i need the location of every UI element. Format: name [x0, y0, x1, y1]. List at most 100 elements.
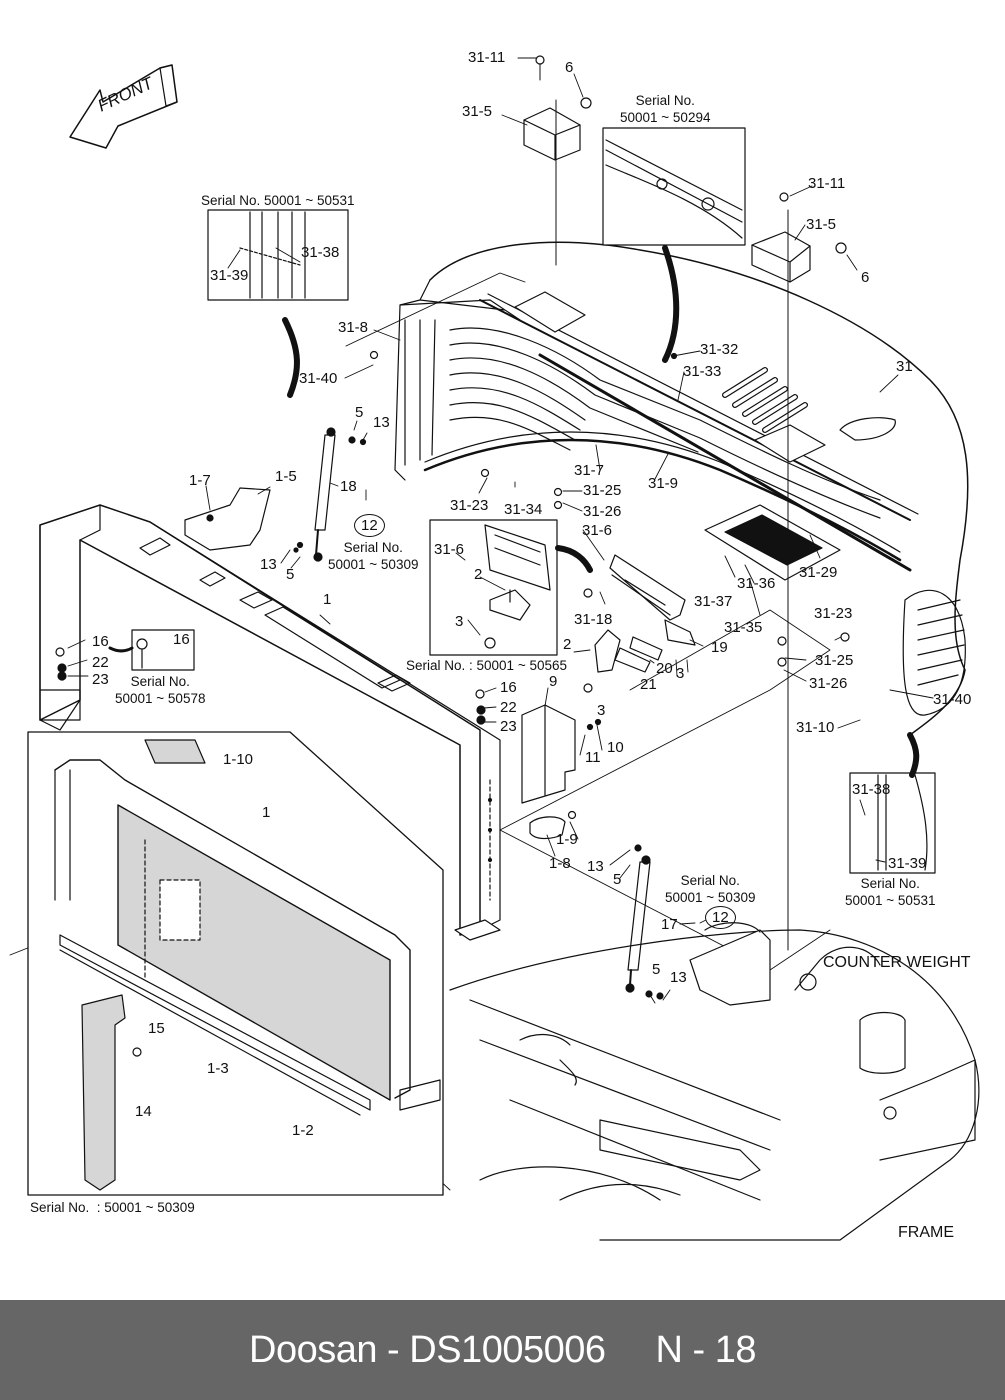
footer-part-number: DS1005006 — [409, 1328, 606, 1371]
diagram-drawing — [9, 55, 980, 1241]
front-arrow-icon — [69, 64, 178, 149]
part-callout[interactable]: 31-36 — [737, 575, 776, 592]
footer-page-ref: N - 18 — [655, 1328, 757, 1371]
part-callout[interactable]: 20 — [656, 660, 673, 677]
serial-note-50309-b: Serial No. 50001 ~ 50309 — [665, 873, 756, 905]
serial-note-50309-c: Serial No. : 50001 ~ 50309 — [30, 1200, 195, 1215]
bracket-1-5 — [184, 487, 271, 551]
part-callout[interactable]: 31-38 — [301, 244, 340, 261]
part-callout[interactable]: 1-10 — [223, 751, 254, 768]
part-callout[interactable]: 2 — [563, 636, 572, 653]
part-callout[interactable]: 18 — [340, 478, 357, 495]
hinge-31-5-right — [751, 192, 847, 951]
counter-weight-label: COUNTER WEIGHT — [823, 954, 971, 971]
part-callout[interactable]: 1-8 — [549, 855, 571, 872]
part-callout[interactable]: 1-2 — [292, 1122, 314, 1139]
latch-assembly — [594, 554, 696, 673]
part-callout[interactable]: 31-39 — [210, 267, 249, 284]
serial-note-50531-right: Serial No. 50001 ~ 50531 — [845, 876, 936, 908]
part-callout[interactable]: 31-39 — [888, 855, 927, 872]
part-callout[interactable]: 31-8 — [338, 319, 369, 336]
part-callout[interactable]: 21 — [640, 676, 657, 693]
part-callout[interactable]: 31-25 — [583, 482, 622, 499]
part-callout[interactable]: 13 — [373, 414, 390, 431]
part-callout[interactable]: 31-38 — [852, 781, 891, 798]
part-callout[interactable]: 31-10 — [796, 719, 835, 736]
part-callout[interactable]: 16 — [92, 633, 109, 650]
frame-label: FRAME — [898, 1224, 954, 1241]
part-callout[interactable]: 3 — [455, 613, 464, 630]
radiator-inset — [27, 731, 444, 1196]
part-callout[interactable]: 31-25 — [815, 652, 854, 669]
part-callout[interactable]: 16 — [173, 631, 190, 648]
part-callout[interactable]: 31-40 — [299, 370, 338, 387]
part-callout[interactable]: 31-5 — [806, 216, 837, 233]
part-callout[interactable]: 1-7 — [189, 472, 211, 489]
part-callout[interactable]: 16 — [500, 679, 517, 696]
part-callout[interactable]: 19 — [711, 639, 728, 656]
part-callout[interactable]: 13 — [587, 858, 604, 875]
part-callout[interactable]: 3 — [676, 665, 685, 682]
part-callout[interactable]: 31-33 — [683, 363, 722, 380]
serial-note-50309-a: Serial No. 50001 ~ 50309 — [328, 540, 419, 572]
part-callout[interactable]: 17 — [661, 916, 678, 933]
part-callout[interactable]: 5 — [613, 871, 622, 888]
part-callout[interactable]: 31-26 — [809, 675, 848, 692]
part-callout[interactable]: 31 — [896, 358, 913, 375]
serial-note-50294: Serial No. 50001 ~ 50294 — [620, 93, 710, 127]
part-callout[interactable]: 31-6 — [434, 541, 465, 558]
part-callout[interactable]: 5 — [652, 961, 661, 978]
part-callout[interactable]: 3 — [597, 702, 606, 719]
part-callout[interactable]: 6 — [565, 59, 574, 76]
bracket-1-8 — [529, 816, 566, 840]
serial-note-50565: Serial No. : 50001 ~ 50565 — [406, 658, 567, 673]
part-callout[interactable]: 31-35 — [724, 619, 763, 636]
parts-diagram: FRONT Serial No. 50001 ~ 50294 Serial No… — [9, 49, 980, 1241]
part-callout[interactable]: 22 — [92, 654, 109, 671]
reference-circle[interactable]: 12 — [354, 514, 385, 537]
part-callout[interactable]: 31-23 — [814, 605, 853, 622]
part-callout[interactable]: 9 — [549, 673, 558, 690]
part-callout[interactable]: 23 — [92, 671, 109, 688]
serial-note-50294-text: Serial No. 50001 ~ 50294 — [620, 93, 711, 125]
part-callout[interactable]: 6 — [861, 269, 870, 286]
part-callout[interactable]: 1 — [323, 591, 332, 608]
part-callout[interactable]: 1-9 — [556, 831, 578, 848]
part-callout[interactable]: 31-37 — [694, 593, 733, 610]
serial-note-50531-left: Serial No. 50001 ~ 50531 — [201, 193, 355, 208]
part-callout[interactable]: 31-11 — [468, 49, 506, 66]
part-callout[interactable]: 31-9 — [648, 475, 679, 492]
part-callout[interactable]: 31-6 — [582, 522, 613, 539]
part-callout[interactable]: 31-23 — [450, 497, 489, 514]
part-callout[interactable]: 13 — [260, 556, 277, 573]
part-callout[interactable]: 1-3 — [207, 1060, 229, 1077]
part-callout[interactable]: 31-29 — [799, 564, 838, 581]
part-callout[interactable]: 1-5 — [275, 468, 297, 485]
part-callout[interactable]: 11 — [585, 749, 601, 766]
part-callout[interactable]: 31-5 — [462, 103, 493, 120]
part-callout[interactable]: 15 — [148, 1020, 165, 1037]
part-callout[interactable]: 31-11 — [808, 175, 846, 192]
part-callout[interactable]: 2 — [474, 566, 483, 583]
part-callout[interactable]: 14 — [135, 1103, 152, 1120]
part-callout[interactable]: 31-34 — [504, 501, 543, 518]
fasteners — [55, 350, 850, 1000]
gas-spring-17 — [625, 855, 651, 993]
part-callout[interactable]: 22 — [500, 699, 517, 716]
part-callout[interactable]: 31-40 — [933, 691, 972, 708]
part-callout[interactable]: 13 — [670, 969, 687, 986]
part-callout[interactable]: 1 — [262, 804, 271, 821]
part-callout[interactable]: 31-18 — [574, 611, 613, 628]
base-frame — [449, 922, 980, 1241]
part-callout[interactable]: 10 — [607, 739, 624, 756]
gas-spring-18 — [313, 427, 336, 562]
part-callout[interactable]: 31-7 — [574, 462, 605, 479]
part-callout[interactable]: 5 — [286, 566, 295, 583]
part-callout[interactable]: 31-26 — [583, 503, 622, 520]
part-callout[interactable]: 23 — [500, 718, 517, 735]
hinge-31-5-left — [523, 55, 592, 266]
part-callout[interactable]: 31-32 — [700, 341, 739, 358]
part-callout[interactable]: 5 — [355, 404, 364, 421]
reference-circle[interactable]: 12 — [705, 906, 736, 929]
footer-separator-text: - — [387, 1328, 400, 1371]
